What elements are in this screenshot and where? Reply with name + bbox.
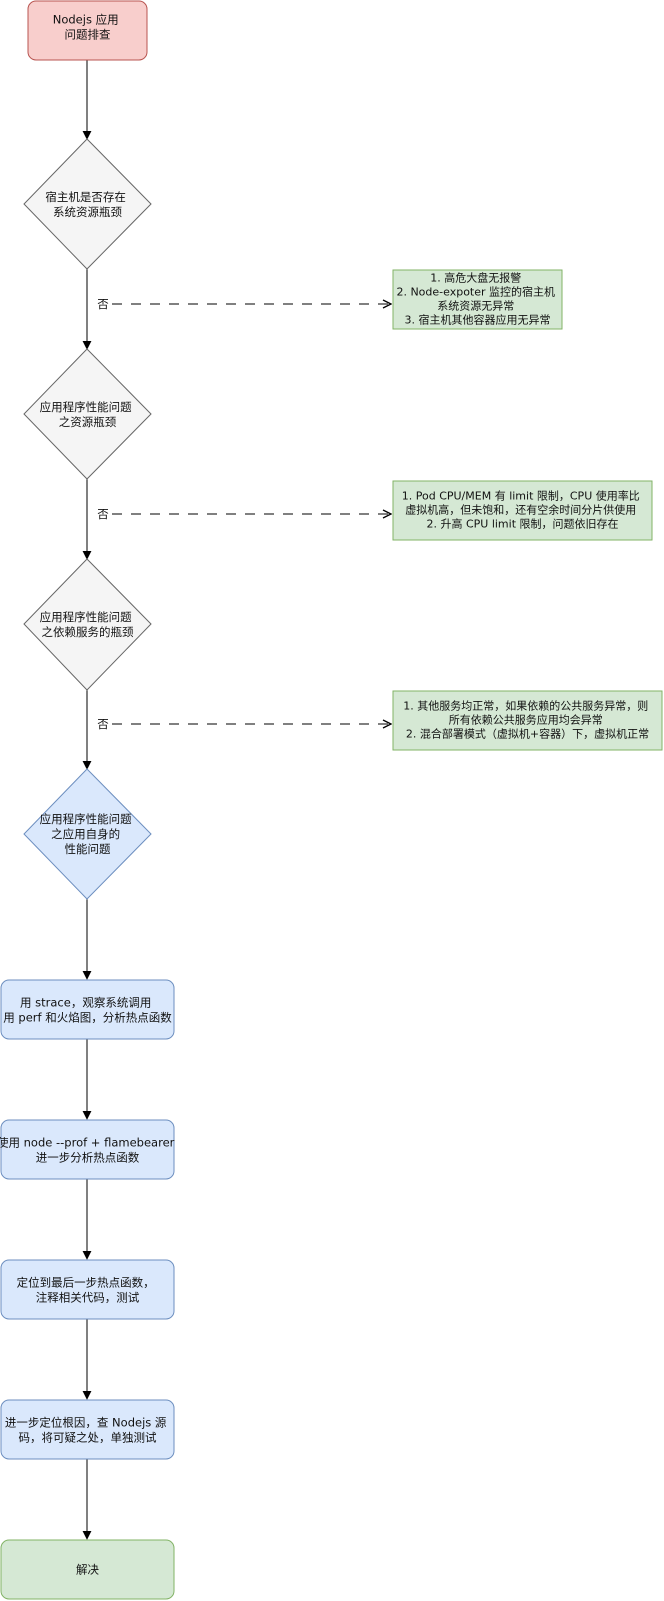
decision-3-line: 之依赖服务的瓶颈 <box>42 625 134 639</box>
step-3-line: 定位到最后一步热点函数， <box>17 1276 155 1290</box>
step-3-line: 注释相关代码，测试 <box>36 1291 140 1305</box>
note-3-line: 所有依赖公共服务应用均会异常 <box>449 713 603 727</box>
decision-1: 宿主机是否存在 系统资源瓶颈 <box>23 138 152 270</box>
note-2-line: 1. Pod CPU/MEM 有 limit 限制，CPU 使用率比 <box>402 489 640 503</box>
start-node: Nodejs 应用 问题排查 <box>27 0 148 61</box>
step-3: 定位到最后一步热点函数， 注释相关代码，测试 <box>0 1259 175 1320</box>
svg-text:Nodejs 应用 问题排查: Nodejs 应用 问题排查 <box>53 13 123 42</box>
svg-text:应用程序性能问题 之应用自身的 性能: 应用程序性能问题 之应用自身的 性能问题 <box>40 812 136 856</box>
note-1-line: 2. Node-expoter 监控的宿主机 <box>396 285 555 299</box>
no-label: 否 <box>97 507 109 521</box>
svg-text:使用 node --prof + flamebearer: 使用 node --prof + flamebearer 进一步分析热点函数 <box>0 1136 178 1165</box>
step-2-line: 使用 node --prof + flamebearer <box>0 1136 175 1150</box>
step-2: 使用 node --prof + flamebearer 进一步分析热点函数 <box>0 1119 178 1180</box>
no-label: 否 <box>97 297 109 311</box>
note-1: 1. 高危大盘无报警 2. Node-expoter 监控的宿主机 系统资源无异… <box>392 269 563 330</box>
svg-text:1. Pod CPU/MEM 有 limit 限制，CPU: 1. Pod CPU/MEM 有 limit 限制，CPU 使用率比 虚拟机高，… <box>402 489 644 531</box>
decision-2-line: 应用程序性能问题 <box>40 400 132 414</box>
no-label: 否 <box>97 717 109 731</box>
note-1-line: 1. 高危大盘无报警 <box>430 271 521 285</box>
start-node-line: 问题排查 <box>65 28 111 42</box>
step-1-line: 用 perf 和火焰图，分析热点函数 <box>3 1011 172 1025</box>
step-1-line: 用 strace，观察系统调用 <box>20 996 151 1010</box>
note-2-line: 虚拟机高，但未饱和，还有空余时间分片供使用 <box>405 503 636 517</box>
step-2-line: 进一步分析热点函数 <box>36 1151 140 1165</box>
svg-text:1. 高危大盘无报警 2. Node-expot: 1. 高危大盘无报警 2. Node-expoter 监控的宿主机 系统资源无异… <box>396 271 558 327</box>
step-4: 进一步定位根因，查 Nodejs 源 码，将可疑之处，单独测试 <box>0 1399 175 1460</box>
step-4-line: 码，将可疑之处，单独测试 <box>19 1431 157 1445</box>
svg-text:解决: 解决 <box>76 1563 99 1577</box>
no-branch-edges <box>112 304 391 724</box>
start-node-line: Nodejs 应用 <box>53 13 119 27</box>
decision-3: 应用程序性能问题 之依赖服务的瓶颈 <box>23 558 152 691</box>
decision-1-line: 系统资源瓶颈 <box>53 205 122 219</box>
svg-text:用 strace，观察系统调用 用 perf 和: 用 strace，观察系统调用 用 perf 和火焰图，分析热点函数 <box>3 996 172 1025</box>
decision-4-line: 之应用自身的 <box>51 827 120 841</box>
note-1-line: 系统资源无异常 <box>437 299 514 313</box>
decision-2-line: 之资源瓶颈 <box>59 415 117 429</box>
decision-2: 应用程序性能问题 之资源瓶颈 <box>23 348 152 480</box>
svg-text:应用程序性能问题 之依赖服务的瓶颈: 应用程序性能问题 之依赖服务的瓶颈 <box>40 610 136 639</box>
step-4-line: 进一步定位根因，查 Nodejs 源 <box>5 1416 167 1430</box>
decision-1-line: 宿主机是否存在 <box>45 190 126 204</box>
svg-text:进一步定位根因，查 Nodejs 源 码，将可疑: 进一步定位根因，查 Nodejs 源 码，将可疑之处，单独测试 <box>5 1416 170 1445</box>
note-2: 1. Pod CPU/MEM 有 limit 限制，CPU 使用率比 虚拟机高，… <box>392 480 653 541</box>
svg-text:应用程序性能问题 之资源瓶颈: 应用程序性能问题 之资源瓶颈 <box>40 400 136 429</box>
decision-4: 应用程序性能问题 之应用自身的 性能问题 <box>23 768 152 900</box>
note-1-line: 3. 宿主机其他容器应用无异常 <box>405 313 551 327</box>
svg-text:定位到最后一步热点函数， 注释相关代码，测试: 定位到最后一步热点函数， 注释相关代码，测试 <box>17 1276 159 1305</box>
note-3: 1. 其他服务均正常，如果依赖的公共服务异常，则 所有依赖公共服务应用均会异常 … <box>392 690 663 751</box>
svg-text:宿主机是否存在 系统资源瓶颈: 宿主机是否存在 系统资源瓶颈 <box>45 190 129 219</box>
note-2-line: 2. 升高 CPU limit 限制，问题依旧存在 <box>426 517 618 531</box>
step-1: 用 strace，观察系统调用 用 perf 和火焰图，分析热点函数 <box>0 979 175 1040</box>
no-labels: 否 否 否 <box>93 295 111 732</box>
end-node-label: 解决 <box>76 1563 99 1577</box>
decision-4-line: 性能问题 <box>65 842 111 856</box>
note-3-line: 1. 其他服务均正常，如果依赖的公共服务异常，则 <box>403 699 648 713</box>
decision-4-line: 应用程序性能问题 <box>40 812 132 826</box>
decision-3-line: 应用程序性能问题 <box>40 610 132 624</box>
note-3-line: 2. 混合部署模式（虚拟机+容器）下，虚拟机正常 <box>406 727 649 741</box>
svg-text:1. 其他服务均正常，如果依赖的公共服务异常，则: 1. 其他服务均正常，如果依赖的公共服务异常，则 所有依赖公共服务应用均会异常 … <box>403 699 652 741</box>
end-node: 解决 <box>0 1539 175 1600</box>
